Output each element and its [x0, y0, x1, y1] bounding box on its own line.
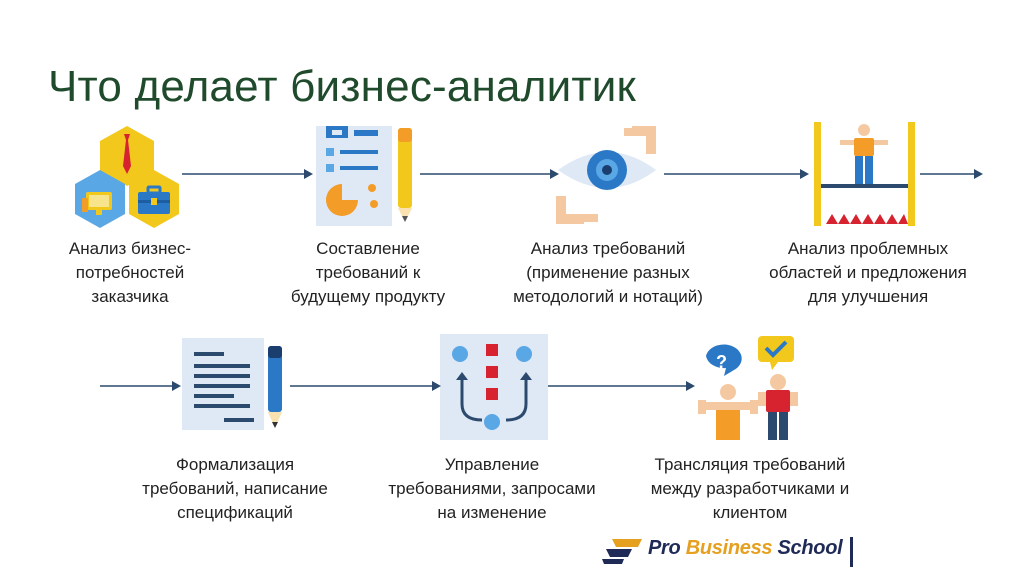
pro-business-school-logo: Pro Business School	[600, 533, 860, 569]
arrow-step4-continue	[920, 169, 983, 179]
logo-mark-icon	[602, 539, 642, 564]
logo-text-pro: Pro	[648, 537, 686, 559]
communication-icon: ?	[698, 336, 798, 440]
arrow-step1-to-step2	[182, 169, 313, 179]
svg-text:?: ?	[716, 352, 727, 372]
step-caption-business-needs: Анализ бизнес- потребностей заказчика	[30, 237, 230, 309]
caption-line: спецификаций	[177, 503, 293, 522]
problem-areas-icon	[814, 122, 915, 226]
slide-title: Что делает бизнес-аналитик	[48, 62, 636, 111]
arrow-step5-to-step6	[290, 381, 441, 391]
caption-line: для улучшения	[807, 287, 929, 306]
caption-line: Составление	[316, 239, 420, 258]
change-management-icon	[440, 334, 548, 440]
caption-line: требований, написание	[142, 479, 328, 498]
caption-line: Анализ требований	[530, 239, 686, 258]
eye-analysis-icon	[556, 126, 656, 224]
step-caption-requirements-drafting: Составление требований к будущему продук…	[258, 237, 478, 309]
caption-line: между разработчиками и	[650, 479, 850, 498]
caption-line: будущему продукту	[290, 287, 446, 306]
arrow-step6-to-step7	[548, 381, 695, 391]
step-caption-change-management: Управление требованиями, запросами на из…	[364, 453, 620, 525]
specification-icon	[182, 338, 282, 430]
logo-text-school: School	[772, 537, 843, 559]
arrow-step2-to-step3	[420, 169, 559, 179]
arrow-into-step5	[100, 381, 181, 391]
arrow-step3-to-step4	[664, 169, 809, 179]
caption-line: методологий и нотаций)	[513, 287, 703, 306]
caption-line: требованиями, запросами	[388, 479, 596, 498]
logo-text: Pro Business School	[648, 537, 843, 560]
caption-line: Формализация	[175, 455, 295, 474]
step-caption-requirements-analysis: Анализ требований (применение разных мет…	[488, 237, 728, 309]
caption-line: Анализ проблемных	[787, 239, 949, 258]
requirements-document-icon	[316, 126, 412, 226]
caption-line: заказчика	[91, 287, 169, 306]
step-caption-specification: Формализация требований, написание специ…	[120, 453, 350, 525]
caption-line: Анализ бизнес-	[68, 239, 192, 258]
caption-line: областей и предложения	[769, 263, 967, 282]
caption-line: на изменение	[437, 503, 547, 522]
caption-line: Трансляция требований	[654, 455, 846, 474]
caption-line: требований к	[315, 263, 421, 282]
logo-divider	[850, 537, 853, 567]
step-caption-problem-areas: Анализ проблемных областей и предложения…	[748, 237, 988, 309]
caption-line: (применение разных	[526, 263, 690, 282]
step-caption-translation: Трансляция требований между разработчика…	[622, 453, 878, 525]
caption-line: потребностей	[75, 263, 185, 282]
caption-line: Управление	[444, 455, 540, 474]
business-needs-icon	[75, 126, 179, 228]
logo-text-business: Business	[685, 537, 773, 559]
caption-line: клиентом	[712, 503, 788, 522]
